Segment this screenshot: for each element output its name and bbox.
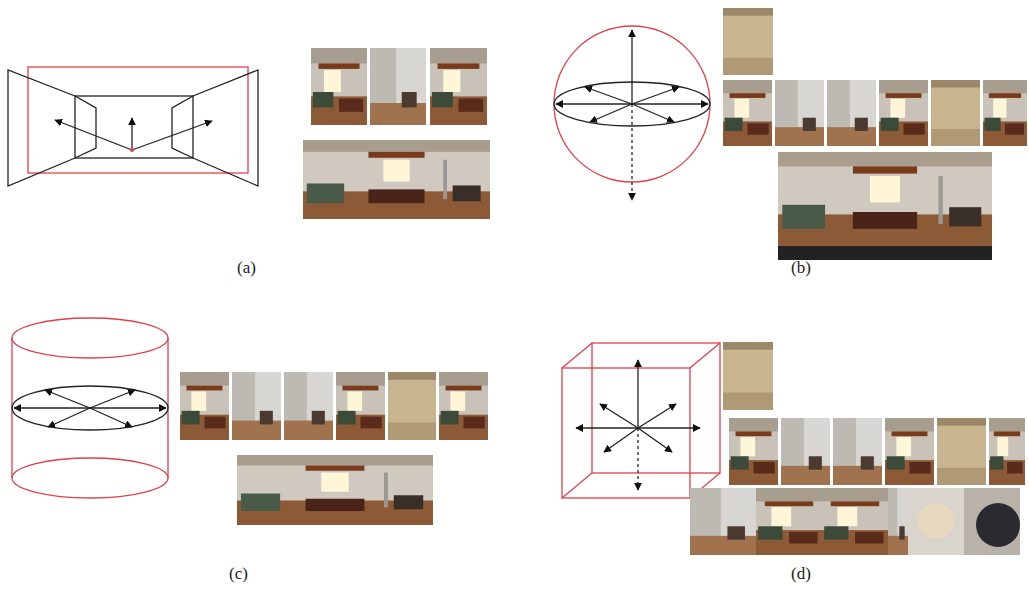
panel-label: (d) xyxy=(791,564,811,584)
photo-thumbnails xyxy=(723,8,1027,260)
photo-thumbnails xyxy=(690,342,1025,555)
panel-label: (a) xyxy=(237,258,256,278)
photo-thumbnails xyxy=(180,372,488,525)
cubic-projection-sketch xyxy=(562,343,720,498)
cylindrical-projection-sketch xyxy=(12,318,168,498)
spherical-projection-sketch xyxy=(554,26,710,200)
panel-label: (b) xyxy=(791,258,811,278)
panel-label: (c) xyxy=(229,564,248,584)
planar-projection-sketch xyxy=(8,67,258,186)
photo-thumbnails xyxy=(303,48,490,219)
